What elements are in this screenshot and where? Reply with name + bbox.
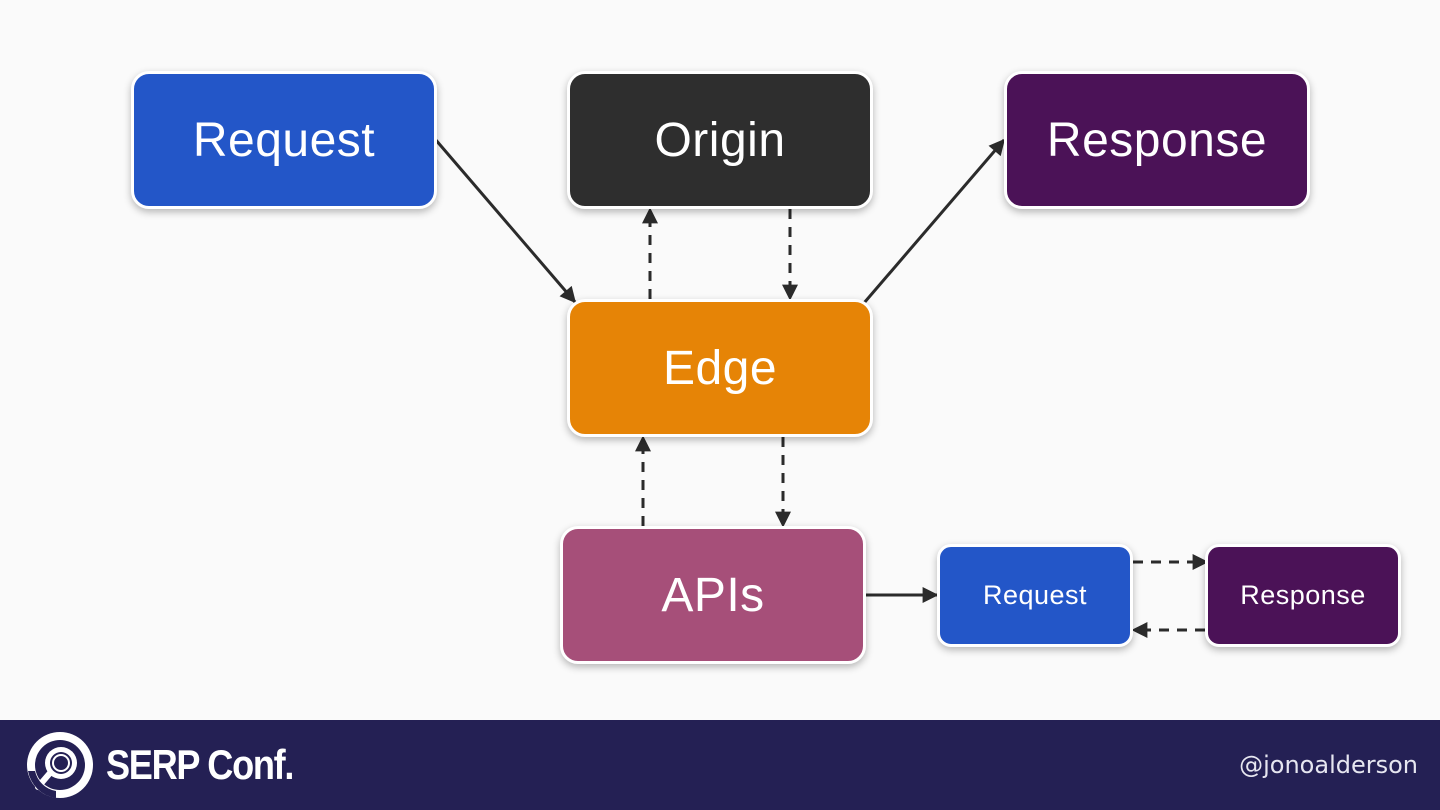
node-api-request: Request <box>937 544 1133 647</box>
node-apis: APIs <box>560 526 866 664</box>
node-origin-label: Origin <box>654 113 786 167</box>
twitter-handle: @jonoalderson <box>1239 751 1418 779</box>
footer-bar: SERP Conf. @jonoalderson <box>0 720 1440 810</box>
node-response: Response <box>1004 71 1310 209</box>
node-api-response-label: Response <box>1240 580 1366 610</box>
arrow-edge-to-response <box>862 138 1006 304</box>
node-edge: Edge <box>567 299 873 437</box>
node-origin: Origin <box>567 71 873 209</box>
node-response-label: Response <box>1046 113 1268 167</box>
magnifier-logo-icon <box>27 732 93 798</box>
brand-name: SERP Conf. <box>106 741 294 788</box>
node-request: Request <box>131 71 437 209</box>
arrow-request-to-edge <box>433 138 577 304</box>
node-api-request-label: Request <box>982 580 1088 610</box>
node-edge-label: Edge <box>662 341 778 395</box>
node-apis-label: APIs <box>661 568 765 622</box>
node-api-response: Response <box>1205 544 1401 647</box>
node-request-label: Request <box>192 113 376 167</box>
